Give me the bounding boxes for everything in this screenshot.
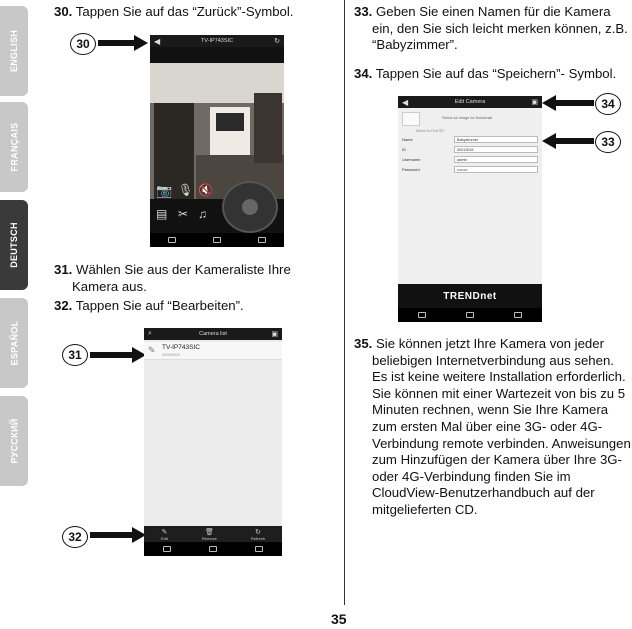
column-divider [344,0,345,605]
subtitle-icon[interactable]: ▤ [156,207,168,221]
arrow-33-icon [542,133,594,149]
back-icon[interactable]: ◀ [402,97,409,107]
screen-live-view: ◀ TV-IP743SIC ↻ 📷 🎙 🔇 ▤ ✂ ♫ [150,35,284,247]
step-31: 31. Wählen Sie aus der Kameraliste Ihre … [54,262,291,294]
nav-home-icon[interactable] [418,312,426,318]
live-topbar: ◀ TV-IP743SIC ↻ [150,35,284,47]
refresh-icon[interactable]: ↻ [274,38,280,45]
callout-34: 34 [595,93,621,115]
speaker-mute-icon[interactable]: 🔇 [198,183,213,197]
snapshot-icon[interactable]: 📷 [156,183,173,198]
callout-30: 30 [70,33,96,55]
page-number: 35 [331,611,347,627]
android-nav-bar [144,542,282,556]
back-icon[interactable]: ◀ [154,36,161,46]
music-icon[interactable]: ♫ [198,207,207,221]
step-35: 35. Sie können jetzt Ihre Kamera von jed… [354,336,631,517]
settings-tools-icon[interactable]: ✂ [178,207,189,221]
edit-topbar: ◀ Edit Camera ▣ [398,96,542,108]
arrow-34-icon [542,95,594,111]
camera-thumb-icon: ✎ [148,345,156,355]
refresh-button[interactable]: ↻Refresh [250,529,265,541]
thumbnail-hint: Select an image for thumbnail [442,116,493,120]
nav-back-icon[interactable] [212,237,221,243]
nav-back-icon[interactable] [466,312,474,318]
arrow-32-icon [90,527,146,543]
nav-home-icon[interactable] [168,237,177,243]
step-33: 33. Geben Sie einen Namen für die Kamera… [354,4,628,53]
step-34: 34. Tappen Sie auf das “Speichern”- Symb… [354,66,617,81]
android-nav-bar [398,308,542,322]
find-id-link[interactable]: Where to Find ID? [416,129,445,133]
nav-recent-icon[interactable] [514,312,522,318]
refresh-icon: ↻ [254,529,261,536]
camera-list-item[interactable]: ✎ TV-IP743SIC 00000000 [144,342,282,360]
field-password[interactable]: Password•••••••• [402,166,538,174]
step-32: 32. Tappen Sie auf “Bearbeiten”. [54,298,244,313]
nav-recent-icon[interactable] [257,237,266,243]
trendnet-logo: TRENDnet [398,284,542,308]
ptz-joystick[interactable] [222,181,278,233]
callout-31: 31 [62,344,88,366]
trash-icon: 🗑 [204,529,214,536]
tab-english: ENGLISH [0,6,28,96]
tab-russian: РУССКИЙ [0,396,28,486]
android-nav-bar [150,233,284,247]
tab-deutsch: DEUTSCH [0,200,28,290]
save-icon[interactable]: ▣ [531,99,538,106]
remove-button[interactable]: 🗑Remove [201,529,217,541]
callout-32: 32 [62,526,88,548]
screen-camera-list: ⌕ Camera list ▣ ✎ TV-IP743SIC 00000000 ✎… [144,328,282,556]
thumbnail-placeholder-icon[interactable] [402,112,420,126]
home-icon[interactable] [242,199,258,215]
edit-button[interactable]: ✎Edit [161,529,168,541]
camera-video-feed [150,63,284,199]
arrow-30-icon [98,35,148,51]
step-30: 30. Tappen Sie auf das “Zurück”-Symbol. [54,4,294,19]
tab-francais: FRANÇAIS [0,102,28,192]
nav-home-icon[interactable] [163,546,171,552]
callout-33: 33 [595,131,621,153]
tab-espanol: ESPAÑOL [0,298,28,388]
nav-recent-icon[interactable] [255,546,263,552]
mic-mute-icon[interactable]: 🎙 [178,183,194,197]
arrow-31-icon [90,347,146,363]
nav-back-icon[interactable] [209,546,217,552]
add-camera-icon[interactable]: ▣ [271,331,278,338]
list-topbar: ⌕ Camera list ▣ [144,328,282,340]
edit-icon: ✎ [161,529,168,536]
list-action-bar: ✎Edit 🗑Remove ↻Refresh [144,526,282,542]
screen-edit-camera: ◀ Edit Camera ▣ Select an image for thum… [398,96,542,322]
search-icon[interactable]: ⌕ [148,330,152,337]
